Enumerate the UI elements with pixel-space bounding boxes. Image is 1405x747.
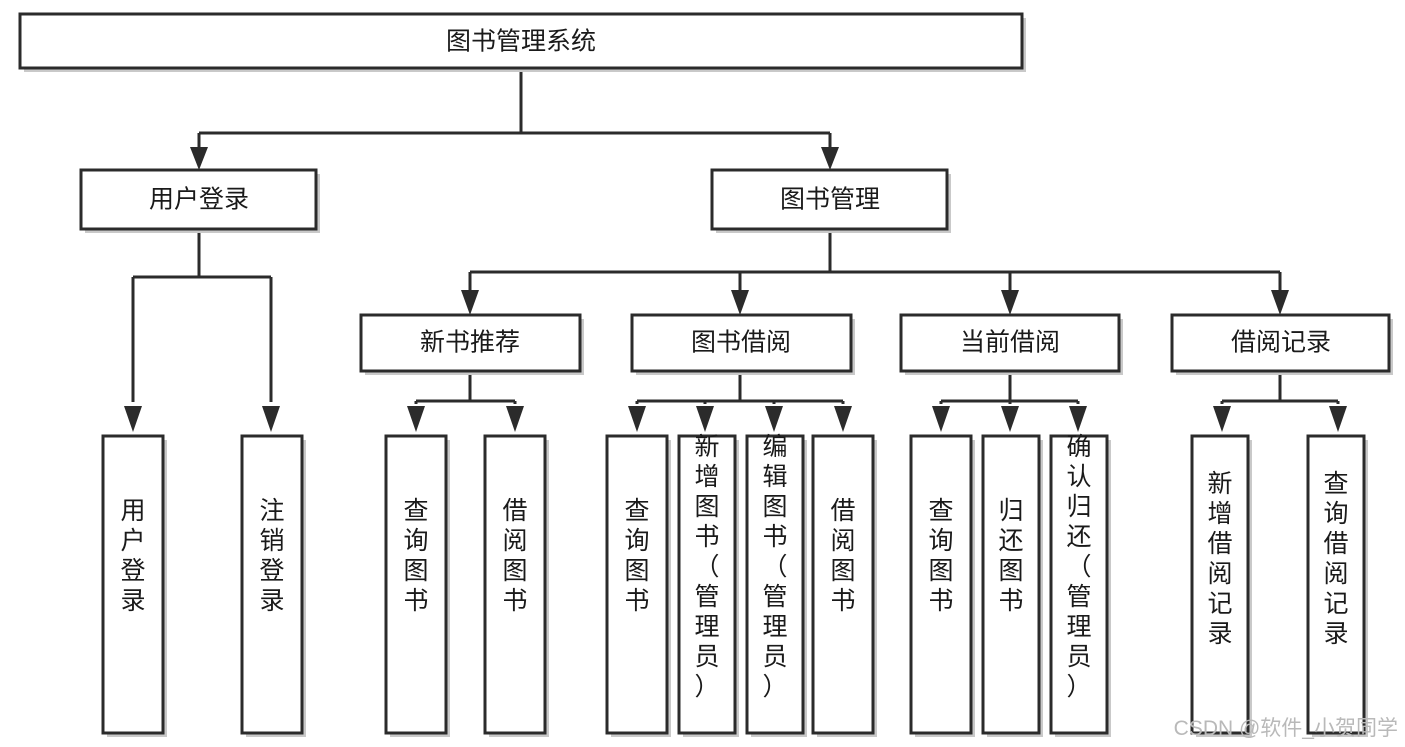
- node-new-book-rec-box: [359, 313, 582, 373]
- node-leaf-user-logout[interactable]: 注销登录: [240, 434, 306, 737]
- node-current-borrow-box: [899, 313, 1121, 373]
- node-leaf-confirm-return-label: 确认归还（管理员）: [1066, 433, 1091, 701]
- node-book-manage-box: [710, 168, 949, 231]
- node-leaf-user-logout-label: 注销登录: [259, 497, 284, 615]
- node-leaf-add-book[interactable]: 新增图书（管理员）: [677, 433, 739, 737]
- node-leaf-add-book-box: [677, 434, 737, 735]
- node-leaf-borrow-book-rec-box: [483, 434, 547, 735]
- connector-newbookrec-to-leaves: [414, 375, 517, 404]
- arrow-to-borrow-record: [1271, 290, 1289, 315]
- node-leaf-query-record-box: [1306, 434, 1366, 735]
- connector-layer: [124, 68, 1347, 432]
- arrow-to-book-manage: [821, 147, 839, 170]
- connector-root-to-level2: [197, 68, 832, 157]
- node-leaf-query-book-rec-box: [384, 434, 448, 735]
- arrow-to-leaf-edit-book: [765, 406, 783, 432]
- arrow-to-leaf-user-logout: [262, 406, 280, 432]
- node-borrow-record-label: 借阅记录: [1231, 329, 1331, 357]
- node-book-manage[interactable]: 图书管理: [710, 168, 951, 233]
- node-leaf-edit-book-label: 编辑图书（管理员）: [762, 433, 787, 701]
- arrow-to-current-borrow: [1001, 290, 1019, 315]
- node-leaf-confirm-return-box: [1049, 434, 1109, 735]
- node-leaf-add-record-box: [1190, 434, 1250, 735]
- node-book-manage-label: 图书管理: [780, 186, 880, 214]
- node-leaf-borrow-book[interactable]: 借阅图书: [811, 434, 877, 737]
- node-leaf-query-book-current[interactable]: 查询图书: [909, 434, 975, 737]
- node-leaf-edit-book-box: [745, 434, 805, 735]
- node-leaf-return-book[interactable]: 归还图书: [981, 434, 1043, 737]
- node-leaf-user-logout-box: [240, 434, 304, 735]
- node-book-borrow-box: [630, 313, 853, 373]
- arrow-to-leaf-add-book: [696, 406, 714, 432]
- node-leaf-borrow-book-box: [811, 434, 875, 735]
- node-leaf-query-book-borrow-box: [605, 434, 669, 735]
- node-leaf-query-book-borrow-label: 查询图书: [624, 497, 649, 615]
- node-leaf-user-login[interactable]: 用户登录: [101, 434, 167, 737]
- node-leaf-borrow-book-rec-label: 借阅图书: [502, 497, 527, 615]
- node-root[interactable]: 图书管理系统: [18, 12, 1026, 72]
- node-borrow-record-box: [1170, 313, 1391, 373]
- node-borrow-record[interactable]: 借阅记录: [1170, 313, 1393, 375]
- node-user-login-box: [79, 168, 318, 231]
- arrow-to-leaf-query-record: [1329, 406, 1347, 432]
- connector-bookborrow-to-leaves: [635, 375, 845, 404]
- node-current-borrow-label: 当前借阅: [960, 329, 1060, 357]
- arrow-to-leaf-query-book-rec: [407, 406, 425, 432]
- node-root-box: [18, 12, 1024, 70]
- node-user-login[interactable]: 用户登录: [79, 168, 320, 233]
- node-leaf-confirm-return[interactable]: 确认归还（管理员）: [1049, 433, 1111, 737]
- arrow-to-leaf-query-book-borrow: [628, 406, 646, 432]
- node-leaf-add-record-label: 新增借阅记录: [1207, 470, 1232, 648]
- node-new-book-rec-label: 新书推荐: [420, 329, 520, 357]
- node-leaf-borrow-book-rec[interactable]: 借阅图书: [483, 434, 549, 737]
- node-current-borrow[interactable]: 当前借阅: [899, 313, 1123, 375]
- arrow-to-new-book-rec: [461, 290, 479, 315]
- node-leaf-query-book-current-box: [909, 434, 973, 735]
- arrow-to-leaf-borrow-book-rec: [506, 406, 524, 432]
- node-leaf-query-book-borrow[interactable]: 查询图书: [605, 434, 671, 737]
- arrow-to-leaf-add-record: [1213, 406, 1231, 432]
- node-book-borrow-label: 图书借阅: [691, 329, 791, 357]
- node-leaf-edit-book[interactable]: 编辑图书（管理员）: [745, 433, 807, 737]
- node-leaf-query-book-rec-label: 查询图书: [403, 497, 428, 615]
- arrow-to-leaf-return-book: [1001, 406, 1019, 432]
- connector-userlogin-to-leaves: [131, 233, 273, 402]
- node-leaf-query-record-label: 查询借阅记录: [1323, 470, 1348, 648]
- connector-currentborrow-to-leaves: [939, 375, 1080, 404]
- node-root-label: 图书管理系统: [446, 28, 596, 56]
- node-leaf-query-record[interactable]: 查询借阅记录: [1306, 434, 1368, 737]
- arrow-to-leaf-user-login: [124, 406, 142, 432]
- node-new-book-rec[interactable]: 新书推荐: [359, 313, 584, 375]
- node-leaf-borrow-book-label: 借阅图书: [830, 497, 855, 615]
- node-leaf-query-book-rec[interactable]: 查询图书: [384, 434, 450, 737]
- arrow-to-leaf-query-book-current: [932, 406, 950, 432]
- arrow-to-user-login: [190, 147, 208, 170]
- connector-borrowrecord-to-leaves: [1220, 375, 1340, 404]
- node-leaf-return-book-box: [981, 434, 1041, 735]
- arrow-to-leaf-confirm-return: [1069, 406, 1087, 432]
- arrow-to-leaf-borrow-book: [834, 406, 852, 432]
- node-leaf-user-login-label: 用户登录: [120, 497, 145, 615]
- node-leaf-add-book-label: 新增图书（管理员）: [694, 433, 719, 701]
- csdn-watermark: CSDN @软件_小贺同学: [1174, 717, 1398, 740]
- node-book-borrow[interactable]: 图书借阅: [630, 313, 855, 375]
- node-leaf-add-record[interactable]: 新增借阅记录: [1190, 434, 1252, 737]
- node-leaf-user-login-box: [101, 434, 165, 735]
- node-leaf-return-book-label: 归还图书: [998, 497, 1023, 615]
- arrow-to-book-borrow: [731, 290, 749, 315]
- node-leaf-query-book-current-label: 查询图书: [928, 497, 953, 615]
- connector-bookmanage-to-level3: [468, 233, 1282, 297]
- node-user-login-label: 用户登录: [149, 186, 249, 214]
